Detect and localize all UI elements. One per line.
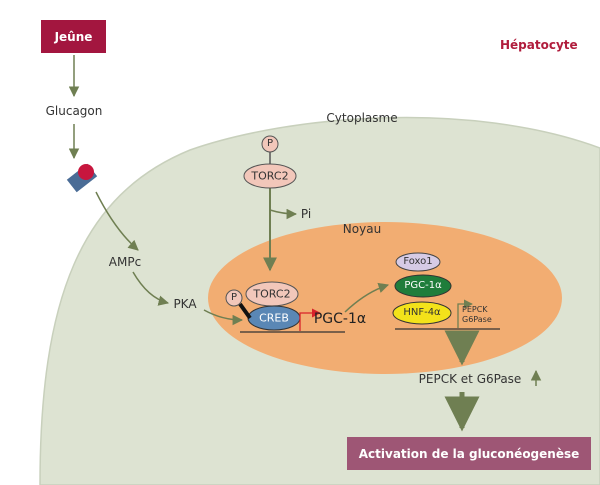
arrow-ampc-pka [132, 271, 170, 306]
arrow-pi-release [269, 208, 298, 220]
creb-label: CREB [259, 311, 289, 325]
phosphate-label-creb: P [230, 292, 238, 303]
pepck-gene-label: PEPCK [462, 305, 488, 314]
gene-start-pepck-icon [457, 299, 473, 328]
phosphate-icon-creb [225, 289, 243, 307]
pka-label: PKA [173, 297, 197, 311]
hnf4a-protein [392, 301, 452, 325]
activation-box [347, 437, 591, 470]
phosphate-label-cytoplasm: P [266, 138, 274, 149]
pgc1a-gene-label: PGC-1α [313, 311, 367, 327]
foxo1-protein [395, 252, 441, 272]
torc2-nucleus-label: TORC2 [253, 287, 291, 301]
torc2-cytoplasm [243, 163, 297, 189]
fasting-label: Jeûne [54, 29, 93, 44]
glucagon-label: Glucagon [45, 104, 103, 118]
ampc-label: AMPc [108, 255, 142, 269]
cytoplasm-label: Cytoplasme [326, 111, 398, 125]
hepatocyte-label: Hépatocyte [500, 38, 578, 52]
g6pase-gene-label: G6Pase [462, 315, 492, 324]
arrow-pka-creb [203, 309, 244, 326]
pgc1a-protein [394, 274, 452, 298]
nucleus-label: Noyau [342, 222, 382, 236]
glucagon-receptor [66, 163, 98, 193]
phosphate-icon-cytoplasm [261, 135, 279, 153]
arrow-gene-to-protein [344, 282, 390, 313]
hnf4a-label: HNF-4α [403, 307, 441, 318]
foxo1-label: Foxo1 [403, 256, 433, 267]
activation-label: Activation de la gluconéogenèse [358, 446, 580, 461]
arrow-receptor-ampc [95, 191, 139, 251]
pi-label: Pi [300, 207, 312, 221]
pgc1a-protein-label: PGC-1α [404, 280, 442, 291]
phosphate-link-creb [238, 302, 252, 320]
enzymes-label: PEPCK et G6Pase [418, 372, 522, 386]
torc2-cytoplasm-label: TORC2 [251, 169, 289, 183]
fasting-box [41, 20, 106, 53]
gene-start-pgc1a-icon [299, 308, 321, 331]
